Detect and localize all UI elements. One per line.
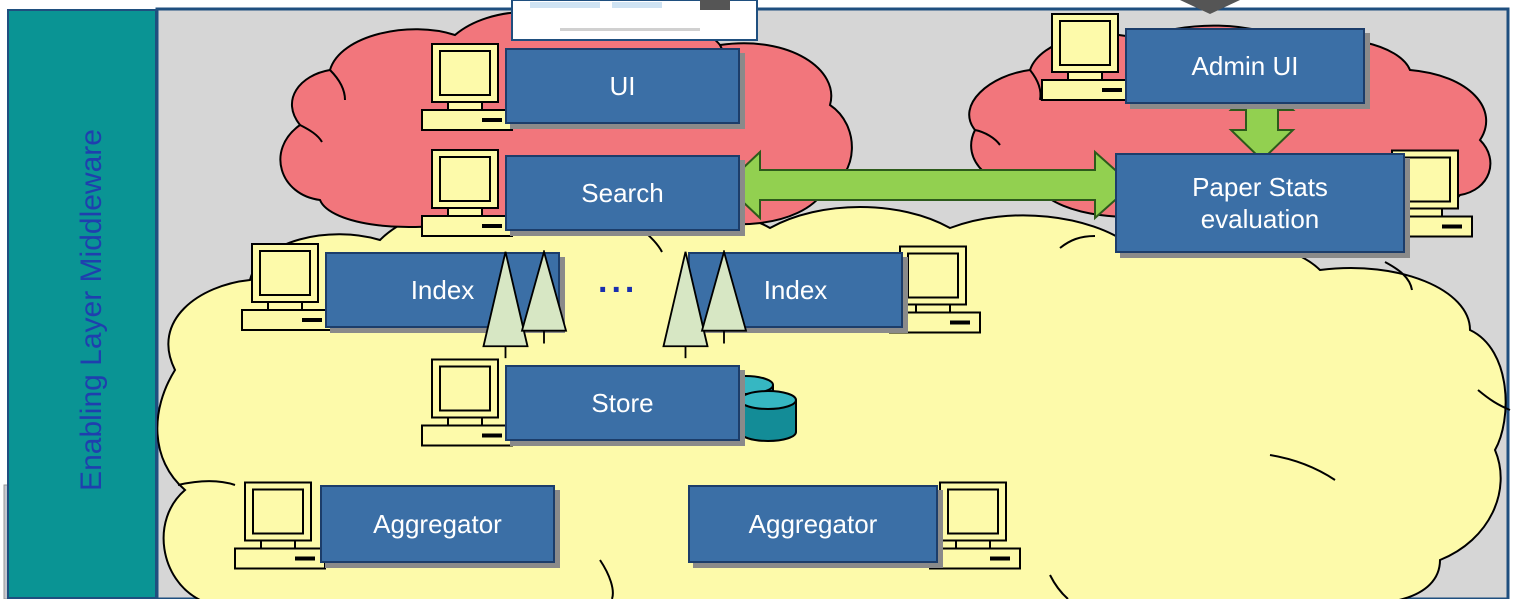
search-node: Search — [505, 155, 740, 231]
ui-node: UI — [505, 48, 740, 124]
paper-stats-node: Paper Stats evaluation — [1115, 153, 1405, 253]
computer-terminal-icon — [421, 43, 513, 131]
admin-ui-node: Admin UI — [1125, 28, 1365, 104]
ellipsis: ... — [598, 262, 639, 300]
sidebar-label: Enabling Layer Middleware — [75, 129, 108, 491]
sidebar — [7, 9, 157, 599]
computer-terminal-icon — [233, 481, 327, 570]
aggregator-node-right: Aggregator — [688, 485, 938, 563]
computer-terminal-icon — [928, 481, 1022, 570]
computer-terminal-icon — [888, 245, 982, 334]
index-node-right: Index — [688, 252, 903, 328]
aggregator-node-left: Aggregator — [320, 485, 555, 563]
computer-terminal-icon — [241, 243, 333, 331]
store-node: Store — [505, 365, 740, 441]
index-node-left: Index — [325, 252, 560, 328]
computer-terminal-icon — [1041, 13, 1133, 101]
computer-terminal-icon — [420, 358, 514, 447]
computer-terminal-icon — [421, 149, 513, 237]
screenshot-thumbnail — [511, 0, 1240, 41]
